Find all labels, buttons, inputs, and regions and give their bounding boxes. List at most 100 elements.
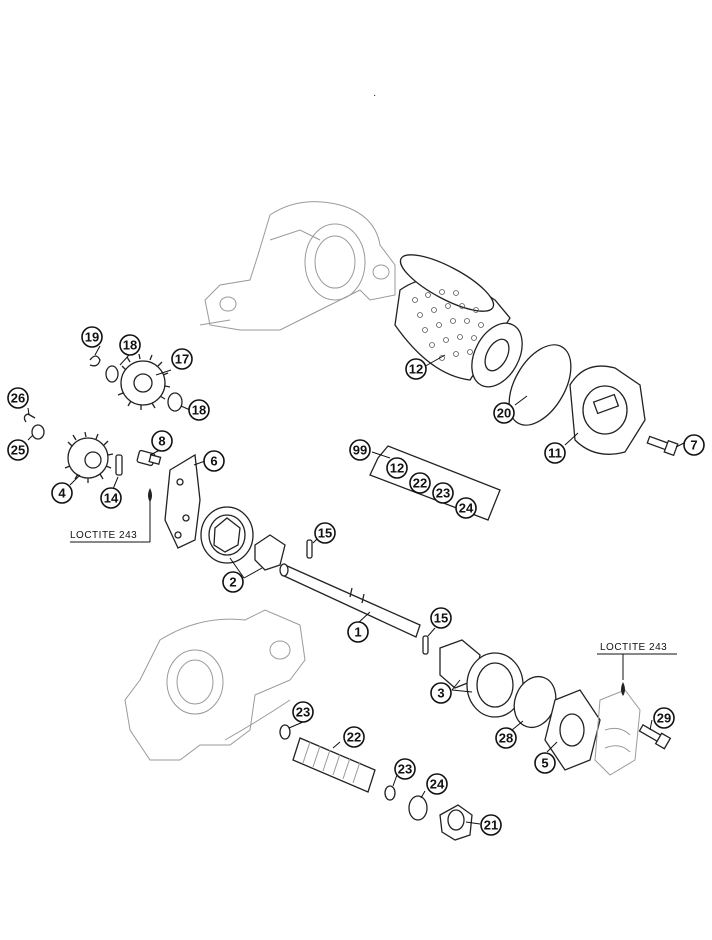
svg-text:18: 18 [123,338,137,353]
callout-23-right: 23 [394,758,416,780]
svg-text:99: 99 [353,443,367,458]
seal-23-left [279,724,291,740]
svg-text:19: 19 [85,330,99,345]
callout-29: 29 [653,707,675,729]
callout-14: 14 [100,487,122,509]
seal-23-right [384,785,396,801]
callout-24-kit: 24 [455,497,477,519]
svg-text:5: 5 [541,756,548,771]
bolt-7 [646,435,679,457]
callout-20: 20 [493,402,515,424]
pin-15-upper [306,539,313,559]
callout-24: 24 [426,773,448,795]
svg-text:25: 25 [11,443,25,458]
callout-12: 12 [405,358,427,380]
svg-text:15: 15 [434,611,448,626]
svg-text:26: 26 [11,391,25,406]
svg-text:12: 12 [409,362,423,377]
svg-text:18: 18 [192,403,206,418]
crankcase-upper-outline [199,201,396,331]
oil-filter-holes [412,289,484,361]
bolt-8 [136,449,162,467]
svg-text:17: 17 [175,352,189,367]
pin-14 [115,454,123,476]
svg-text:3: 3 [437,686,444,701]
callout-15-upper: 15 [314,522,336,544]
svg-text:11: 11 [548,446,562,461]
callout-19: 19 [81,326,103,348]
callout-18-lower: 18 [188,399,210,421]
svg-text:20: 20 [497,406,511,421]
callout-99: 99 [349,439,371,461]
clip-19 [89,355,101,367]
callout-11: 11 [544,442,566,464]
callout-7: 7 [683,434,705,456]
callout-labels: 1 2 3 4 5 6 7 8 11 12 14 15 15 17 18 18 … [7,326,705,836]
callout-22-kit: 22 [409,472,431,494]
svg-text:29: 29 [657,711,671,726]
svg-text:23: 23 [296,705,310,720]
callout-1: 1 [347,621,369,643]
callout-5: 5 [534,752,556,774]
o-ring-24 [408,795,428,821]
callout-22: 22 [343,726,365,748]
leader-lines [27,345,685,825]
callout-6: 6 [203,450,225,472]
svg-text:12: 12 [390,461,404,476]
callout-26: 26 [7,387,29,409]
svg-text:8: 8 [158,434,165,449]
callout-4: 4 [51,482,73,504]
svg-text:24: 24 [459,501,474,516]
callout-18-upper: 18 [119,334,141,356]
svg-text:21: 21 [484,818,498,833]
svg-text:7: 7 [690,438,697,453]
filter-kit-box [369,445,501,521]
svg-text:23: 23 [436,486,450,501]
drain-plug [439,804,473,841]
callout-8: 8 [151,430,173,452]
loctite-note-right: LOCTITE 243 [600,642,667,653]
svg-text:4: 4 [58,486,66,501]
svg-text:1: 1 [354,625,361,640]
o-ring-20 [508,344,572,426]
gear-4 [64,431,114,483]
circlip-26 [23,413,36,423]
washer-18-lower [167,392,183,412]
loctite-note-left: LOCTITE 243 [70,530,137,541]
svg-text:28: 28 [499,731,513,746]
pump-shaft [279,563,421,638]
callout-21: 21 [480,814,502,836]
pump-cover-plate [164,453,201,549]
bolt-29 [638,724,672,750]
crankcase-lower-outline [124,609,306,761]
callout-12-kit: 12 [386,457,408,479]
svg-text:24: 24 [430,777,445,792]
callout-28: 28 [495,727,517,749]
pump-cover-5 [544,689,601,771]
callout-3: 3 [430,682,452,704]
svg-text:6: 6 [210,454,217,469]
loctite-drop-left [148,488,152,502]
pin-15-lower [422,635,429,655]
callout-23-kit: 23 [432,482,454,504]
filter-cover [569,365,646,455]
rotor-set-upper [200,506,286,571]
svg-text:14: 14 [104,491,119,506]
stray-mark: · [373,90,377,101]
callout-25: 25 [7,439,29,461]
callout-17: 17 [171,348,193,370]
svg-text:22: 22 [347,730,361,745]
oil-screen [292,737,376,793]
side-casing-piece [594,689,641,776]
callout-15-lower: 15 [430,607,452,629]
svg-text:15: 15 [318,526,332,541]
svg-text:2: 2 [229,575,236,590]
svg-text:22: 22 [413,476,427,491]
gear-17 [117,353,171,410]
washer-18-upper [105,365,119,383]
loctite-drop-right [621,682,625,696]
callout-2: 2 [222,571,244,593]
callout-23-left: 23 [292,701,314,723]
washer-25 [31,424,45,440]
